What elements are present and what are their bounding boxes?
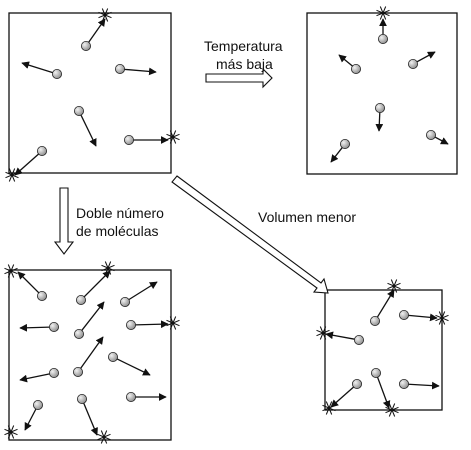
gas-molecule — [33, 399, 44, 410]
velocity-arrow — [376, 376, 391, 409]
collision-burst — [4, 264, 18, 278]
velocity-arrow — [83, 270, 111, 298]
velocity-arrow — [83, 402, 98, 436]
velocity-arrow — [375, 112, 384, 132]
arrow-to-double-molecules — [53, 187, 75, 255]
velocity-arrow — [24, 408, 37, 431]
gas-molecule — [74, 106, 85, 117]
velocity-arrow — [14, 153, 40, 176]
collision-burst — [97, 430, 111, 444]
gas-molecule — [398, 378, 409, 389]
gas-molecule — [124, 134, 135, 145]
velocity-arrow — [80, 336, 104, 369]
velocity-arrow — [376, 289, 395, 318]
gas-molecule — [407, 59, 418, 70]
gas-molecule — [49, 321, 60, 332]
gas-molecule — [73, 366, 84, 377]
velocity-arrow — [81, 301, 105, 331]
gas-molecule — [52, 69, 63, 80]
label-smaller-volume: Volumen menor — [258, 209, 356, 225]
container-original — [8, 12, 172, 174]
velocity-arrow — [338, 54, 353, 67]
collision-burst — [166, 316, 180, 330]
velocity-arrow — [128, 281, 158, 301]
gas-molecule — [351, 378, 362, 389]
gas-molecule — [76, 294, 87, 305]
collision-burst — [316, 326, 330, 340]
gas-molecule — [353, 334, 364, 345]
gas-molecule — [350, 64, 361, 75]
collision-burst — [385, 403, 399, 417]
container-smaller-volume — [324, 289, 443, 411]
velocity-arrow — [116, 358, 151, 376]
gas-molecule — [37, 290, 48, 301]
velocity-arrow — [19, 323, 50, 332]
gas-molecule — [370, 367, 381, 378]
velocity-arrow — [135, 320, 169, 329]
arrow-to-lower-temperature — [205, 67, 273, 89]
gas-molecule — [120, 296, 131, 307]
gas-molecule — [377, 34, 388, 45]
gas-molecule — [37, 145, 48, 156]
gas-molecule — [108, 351, 119, 362]
molecules-layer — [14, 18, 449, 436]
velocity-arrow — [124, 67, 157, 76]
velocity-arrow — [330, 386, 355, 408]
collision-burst — [322, 401, 336, 415]
wall-collisions-layer — [4, 6, 449, 444]
collision-burst — [435, 311, 449, 325]
gas-molecule — [126, 319, 137, 330]
container-double-molecules — [8, 269, 172, 441]
gas-molecule — [398, 309, 409, 320]
gas-molecule — [339, 138, 350, 149]
gas-molecule — [81, 41, 92, 52]
velocity-arrow — [416, 51, 436, 63]
gas-molecule — [49, 367, 60, 378]
gas-molecule — [425, 129, 436, 140]
velocity-arrow — [434, 136, 449, 145]
label-double-molecules: Doble número de moléculas — [76, 205, 168, 239]
collision-burst — [5, 168, 19, 182]
velocity-arrow — [408, 313, 438, 322]
collision-burst — [4, 425, 18, 439]
gas-molecule — [126, 391, 137, 402]
velocity-arrow — [330, 147, 343, 163]
collision-burst — [101, 261, 115, 275]
gas-molecule — [77, 393, 88, 404]
collision-burst — [98, 8, 112, 22]
velocity-arrow — [19, 373, 50, 383]
velocity-arrow — [21, 61, 53, 74]
collision-burst — [376, 6, 390, 20]
collision-burst — [387, 279, 401, 293]
label-lower-temperature: Temperatura más baja — [204, 38, 286, 72]
velocity-arrow — [325, 331, 355, 340]
gas-molecule — [369, 315, 380, 326]
gas-molecule — [74, 328, 85, 339]
gas-molecule — [374, 103, 385, 114]
arrow-to-smaller-volume — [171, 175, 329, 294]
velocity-arrow — [88, 18, 106, 43]
velocity-arrow — [80, 114, 97, 147]
collision-burst — [166, 130, 180, 144]
gas-molecule — [115, 64, 126, 75]
velocity-arrow — [408, 381, 440, 390]
velocity-arrow — [17, 271, 40, 294]
